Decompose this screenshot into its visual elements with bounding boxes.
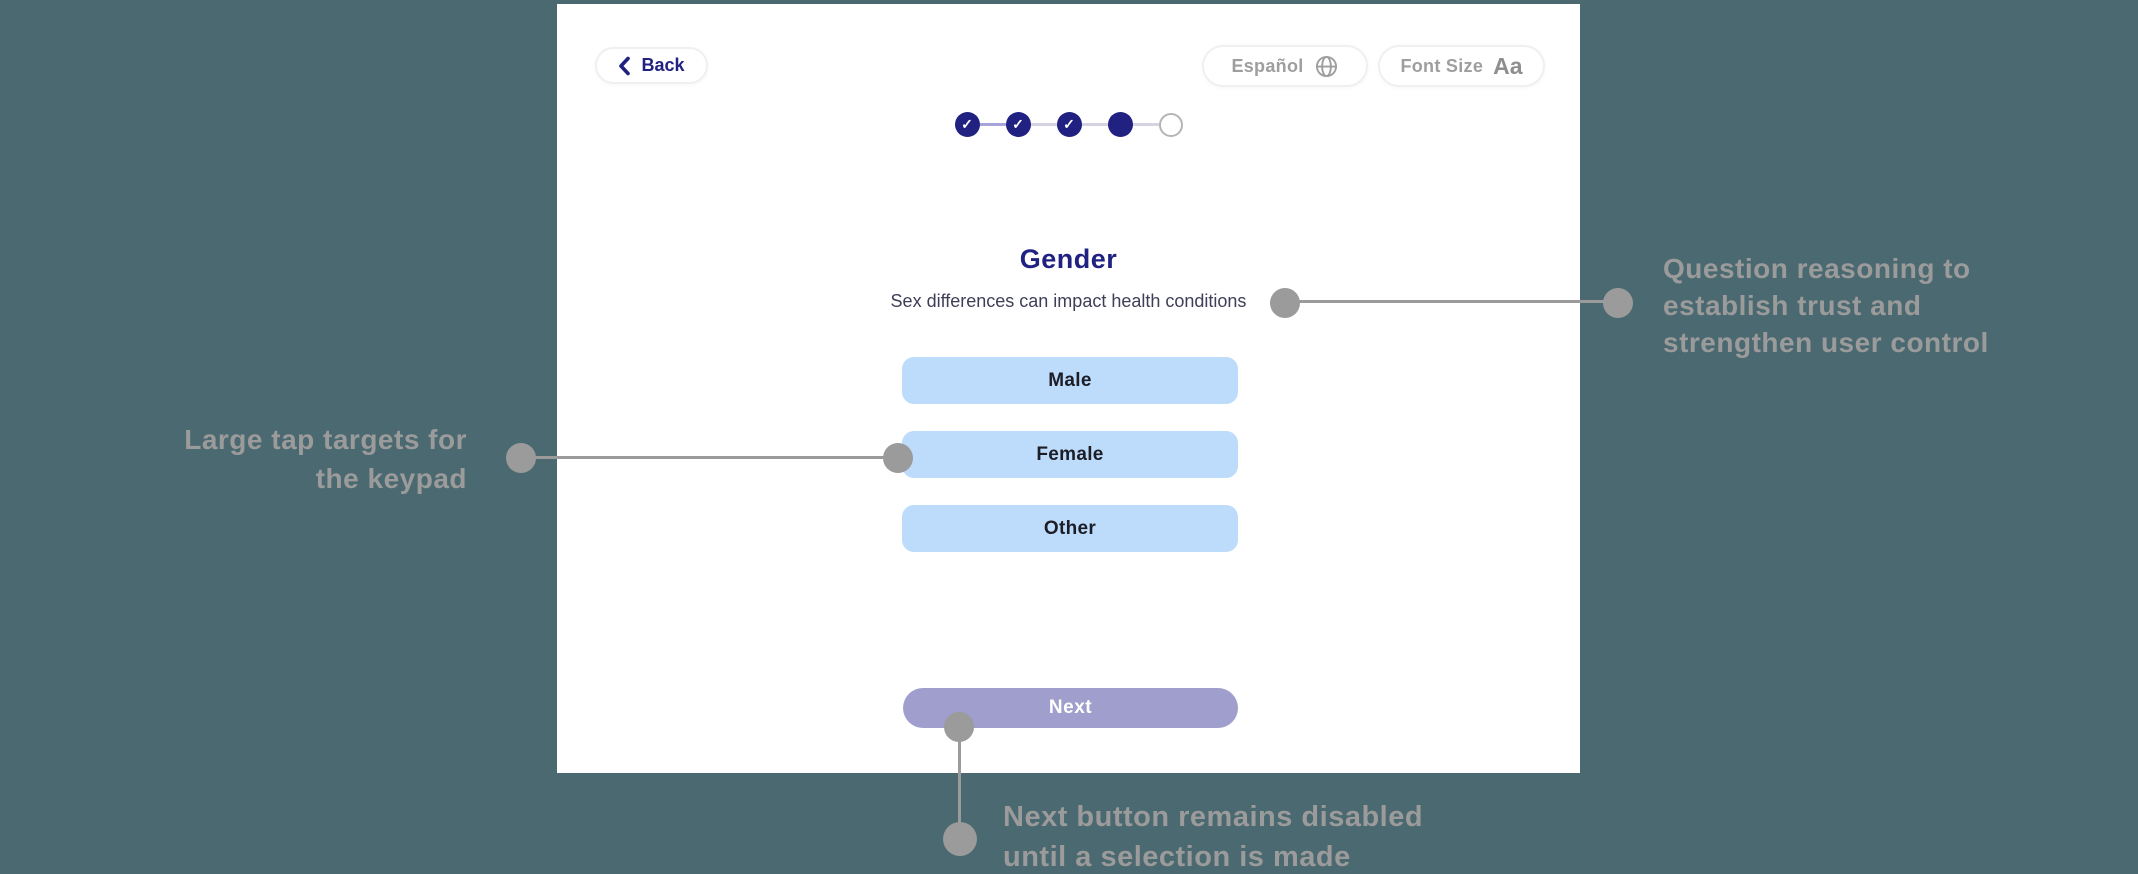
font-size-button[interactable]: Font Size Aa [1378,45,1545,87]
right-annotation-line [1285,300,1618,303]
option-button-male[interactable]: Male [902,357,1238,404]
font-size-label: Font Size [1400,55,1484,76]
option-button-female[interactable]: Female [902,431,1238,478]
page-subtitle: Sex differences can impact health condit… [890,291,1247,311]
right-annotation-dot [1603,288,1633,318]
stepper-connector [1030,123,1057,126]
stepper-connector [1081,123,1108,126]
stepper-step-5-upcoming [1158,112,1183,137]
page-title: Gender [1019,244,1118,274]
back-chevron-icon [618,56,631,76]
female-anchor-dot [883,443,913,473]
stepper-connector [979,123,1006,126]
subtitle-anchor-dot [1270,288,1300,318]
stepper-step-2-done: ✓ [1005,112,1031,137]
app-card: Back Español Font Size Aa ✓ ✓ ✓ Gender Sex… [557,4,1580,773]
stepper-step-1-done: ✓ [954,112,980,137]
left-annotation-line [521,456,898,459]
globe-icon [1314,54,1339,79]
annotation-next-disabled: Next button remains disabled until a sel… [1003,801,1424,873]
stepper: ✓ ✓ ✓ [557,112,1580,137]
language-label: Español [1231,55,1304,76]
bottom-annotation-line [958,727,961,839]
annotation-question-reasoning: Question reasoning to establish trust an… [1663,253,1989,358]
option-button-other[interactable]: Other [902,505,1238,552]
back-label: Back [641,55,685,75]
font-size-aa-glyph: Aa [1493,52,1523,79]
language-button[interactable]: Español [1202,45,1368,87]
stepper-connector [1132,123,1159,126]
left-annotation-dot [506,443,536,473]
bottom-annotation-dot [943,822,977,856]
annotation-tap-targets: Large tap targets for the keypad [184,424,467,494]
stepper-step-4-current [1107,112,1133,137]
next-anchor-dot [944,712,974,742]
next-label: Next [1048,697,1093,718]
stepper-step-3-done: ✓ [1056,112,1082,137]
back-button[interactable]: Back [595,47,708,84]
